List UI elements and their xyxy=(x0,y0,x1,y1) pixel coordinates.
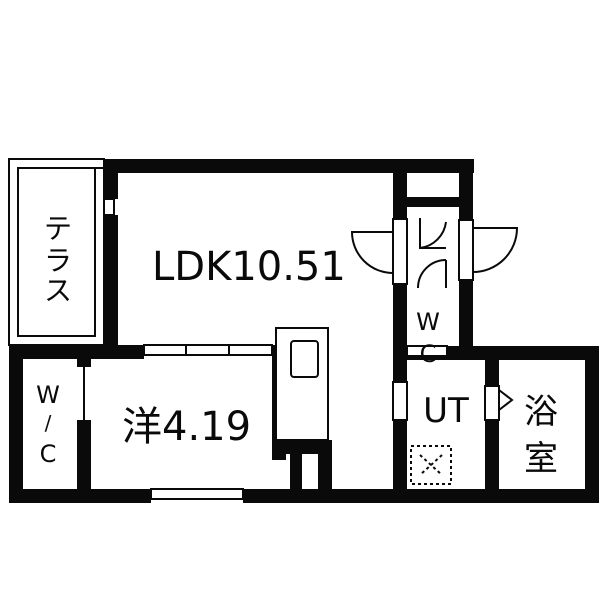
washer-space xyxy=(410,445,452,485)
wc-right-label-w: W xyxy=(416,308,440,336)
kitchen-sink xyxy=(275,327,329,441)
doors xyxy=(350,218,519,421)
ldk-label: LDK10.51 xyxy=(152,244,346,290)
wc-right-label-c: C xyxy=(420,340,437,368)
windows xyxy=(83,198,273,500)
western-room-label: 洋4.19 xyxy=(122,404,251,450)
terrace-label-1: テ xyxy=(44,212,72,245)
wc-left-label-slash: / xyxy=(45,411,52,435)
wc-left-label-c: C xyxy=(40,440,57,468)
bath-label-2: 室 xyxy=(524,439,558,479)
terrace-label-3: ス xyxy=(44,274,72,307)
bath-label-1: 浴 xyxy=(524,392,558,432)
terrace-label-2: ラ xyxy=(44,244,72,277)
wc-left-label-w: W xyxy=(36,381,60,409)
ut-label: UT xyxy=(423,391,469,431)
